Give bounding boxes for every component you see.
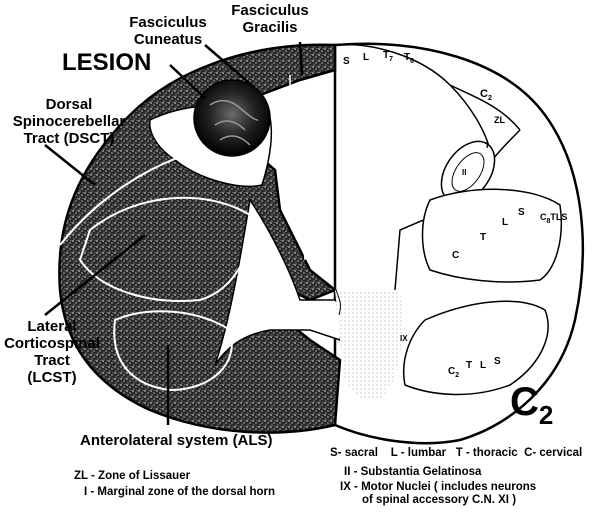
top-t6: T6	[404, 52, 415, 65]
right-c8-tls: C8TLS	[540, 212, 568, 225]
lat-l: L	[502, 217, 509, 228]
dsct-outline	[59, 149, 201, 246]
label-dsct: Dorsal Spinocerebellar Tract (DSCT)	[12, 96, 126, 147]
legend-i: I - Marginal zone of the dorsal horn	[84, 486, 276, 498]
lcst-outline	[78, 196, 252, 302]
gracilis-cuneatus-boundary	[289, 74, 306, 261]
legend-line3: IX - Motor Nuclei ( includes neurons	[340, 481, 537, 493]
ix-mark: IX	[400, 334, 408, 343]
label-fasciculus-gracilis: Fasciculus Gracilis	[231, 2, 309, 36]
dorsal-c2-mark: C2	[480, 88, 492, 103]
top-s: S	[343, 56, 350, 67]
lat-s: S	[518, 207, 525, 218]
lower-t: T	[466, 360, 473, 371]
lower-l: L	[480, 360, 487, 371]
label-fasciculus-cuneatus: Fasciculus Cuneatus	[129, 14, 207, 48]
lat-c: C	[452, 250, 460, 261]
label-lesion: LESION	[62, 49, 152, 76]
central-canal	[335, 289, 341, 316]
legend-line4: of spinal accessory C.N. XI )	[362, 494, 517, 506]
lower-s: S	[494, 356, 501, 367]
als-outline	[113, 310, 233, 392]
right-anterolateral-tract	[403, 300, 549, 396]
central-gray-dots	[335, 290, 405, 400]
legend-zl: ZL - Zone of Lissauer	[74, 470, 191, 482]
lower-c2: C2	[448, 366, 460, 379]
legend-line2: II - Substantia Gelatinosa	[344, 466, 482, 478]
zl-mark: ZL	[494, 115, 505, 125]
pointer-lesion	[169, 64, 206, 99]
ventral-gray-left	[214, 198, 346, 366]
ii-mark: II	[462, 168, 467, 177]
pointer-lcst	[44, 234, 146, 316]
pointer-cuneatus	[204, 44, 256, 89]
pointer-dsct	[44, 144, 96, 186]
lesion-texture	[209, 99, 259, 146]
pointer-gracilis	[298, 41, 304, 76]
segment-label: C2	[510, 380, 554, 430]
zl-boundary	[449, 84, 521, 131]
right-dorsal-boundary	[334, 43, 491, 151]
right-lateral-tract	[421, 188, 563, 283]
legend-line1: S- sacral L - lumbar T - thoracic C- cer…	[330, 447, 583, 459]
label-als: Anterolateral system (ALS)	[80, 432, 273, 449]
label-lcst: Lateral Corticospinal Tract (LCST)	[4, 318, 100, 386]
top-l: L	[363, 52, 370, 63]
i-mark: I	[486, 140, 489, 150]
top-t7: T7	[383, 50, 394, 63]
lesion-mark	[193, 79, 271, 157]
substantia-inner	[451, 152, 485, 192]
lat-t: T	[480, 232, 487, 243]
